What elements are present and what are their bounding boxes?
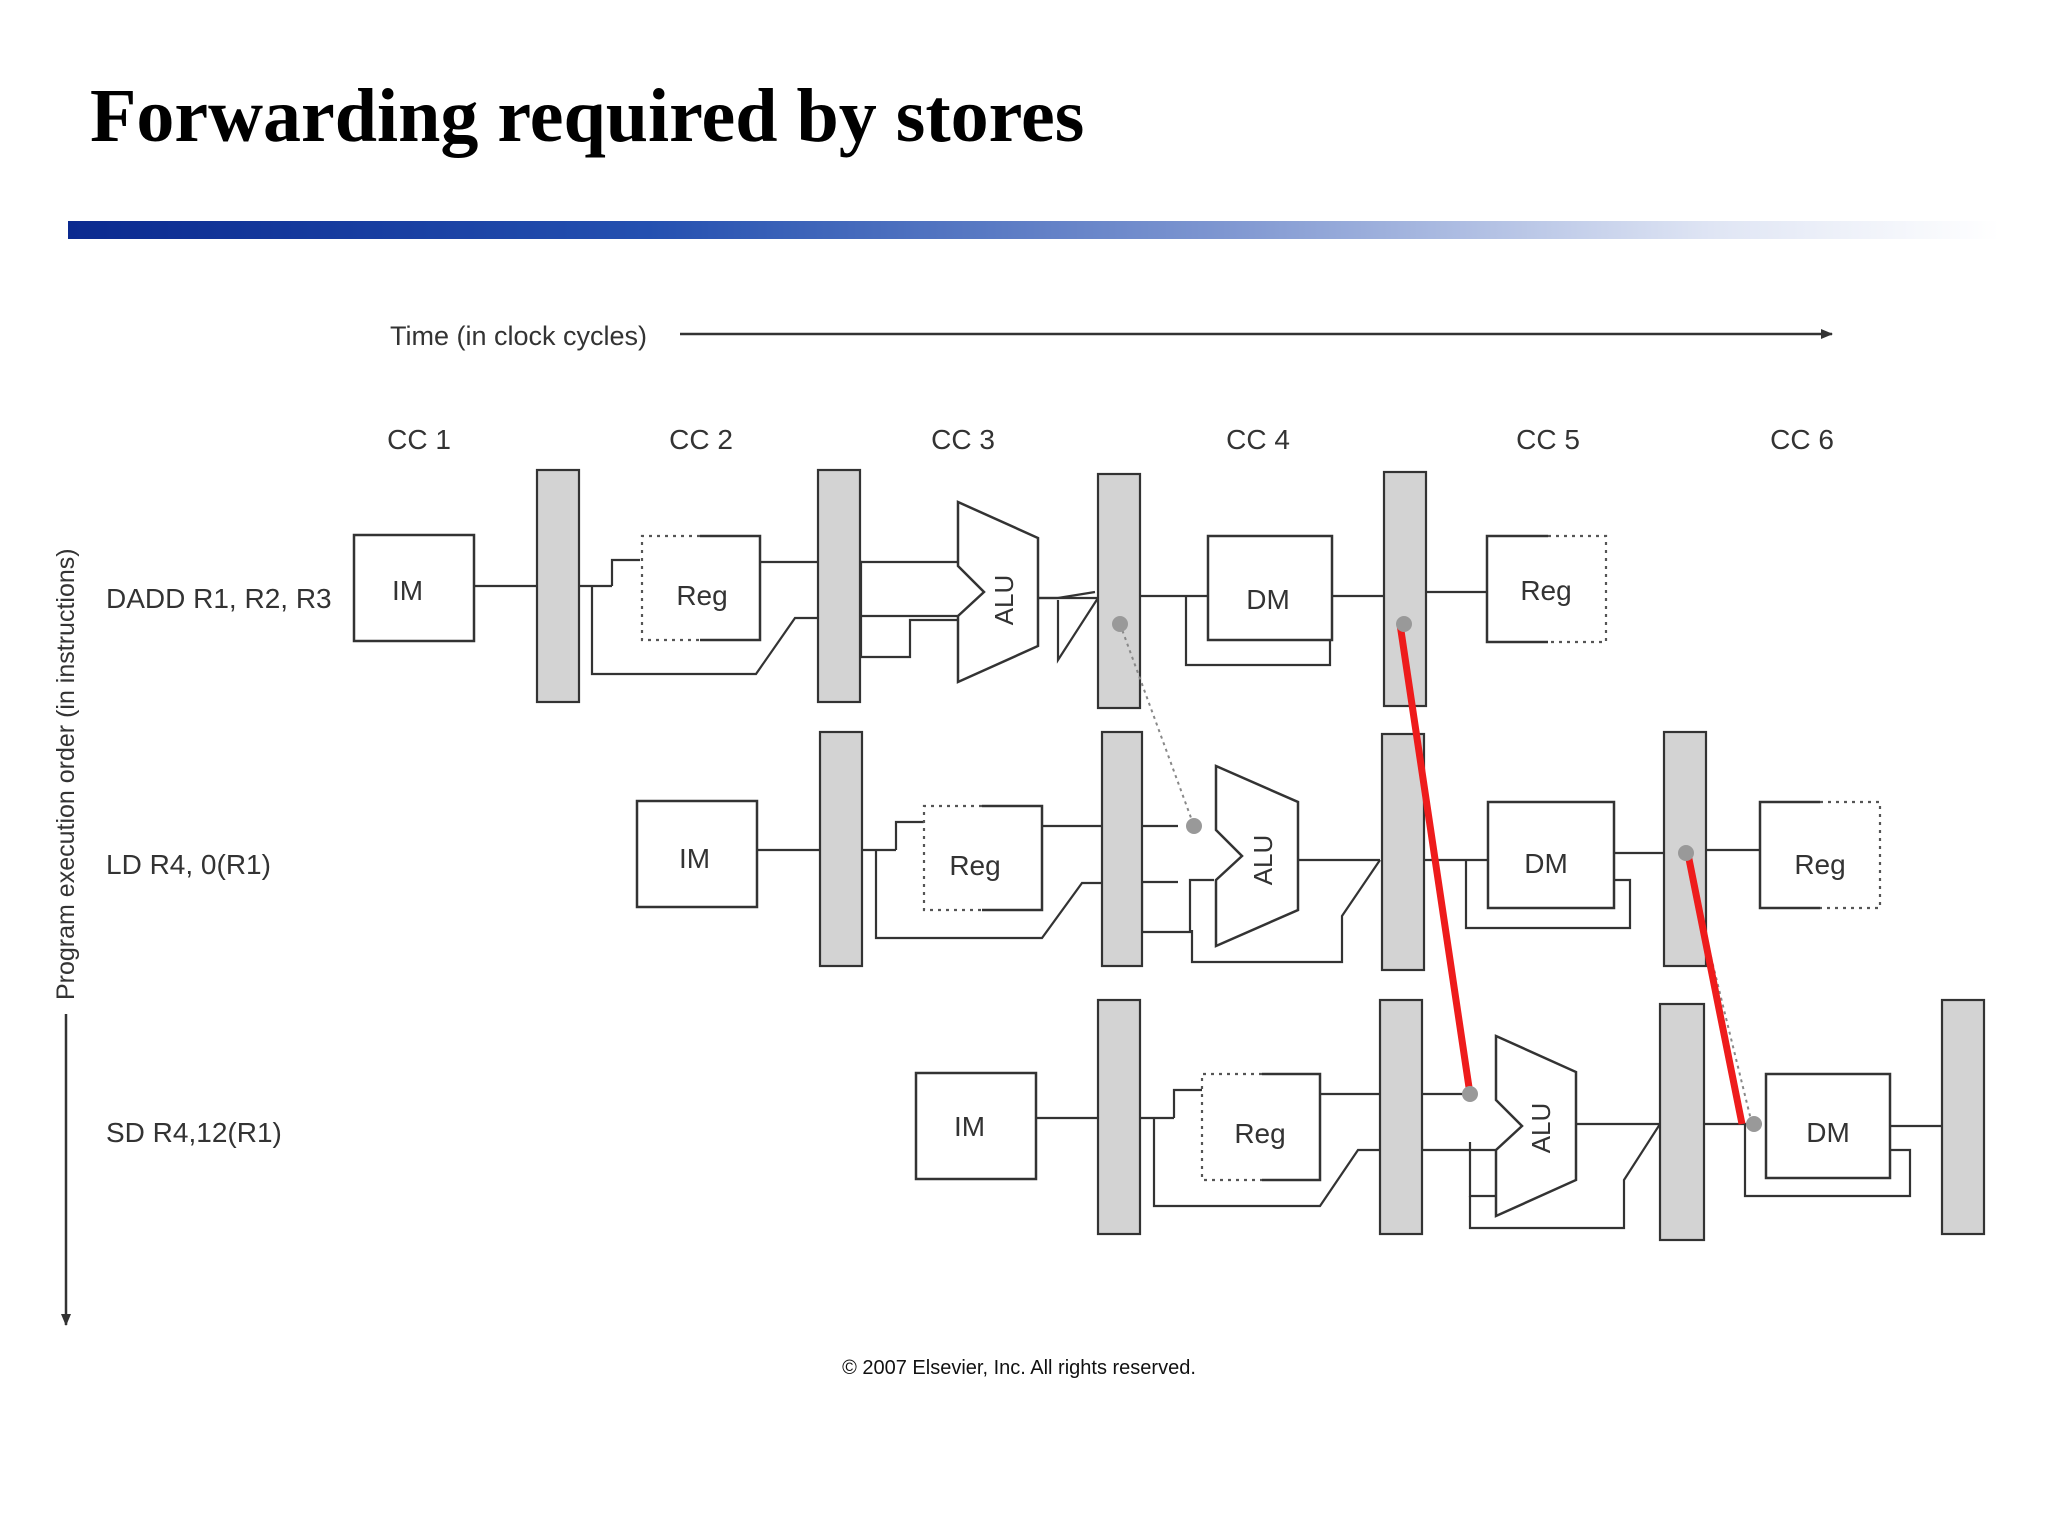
pipeline-row-3 — [1036, 1088, 1942, 1230]
pipeline-register — [1380, 732, 1426, 972]
order-axis-label: Program execution order (in instructions… — [52, 548, 80, 1000]
cycle-label-6: CC 6 — [1770, 424, 1834, 455]
forwarding-dot — [1462, 1086, 1478, 1102]
svg-text:Reg: Reg — [676, 580, 727, 611]
dm-stage-row-1: DM — [1206, 534, 1334, 642]
forwarding-path-dotted — [1119, 623, 1195, 827]
svg-text:IM: IM — [954, 1111, 985, 1142]
alu-stage-row-2: ALU — [1214, 764, 1300, 948]
time-axis-label: Time (in clock cycles) — [390, 321, 647, 351]
pipeline-register — [1096, 998, 1142, 1236]
cycle-label-3: CC 3 — [931, 424, 995, 455]
pipeline-register — [818, 730, 864, 968]
cycle-label-5: CC 5 — [1516, 424, 1580, 455]
pipeline-register — [1096, 472, 1142, 710]
im-stage-row-1: IM — [352, 533, 476, 643]
dm-stage-row-2: DM — [1486, 800, 1616, 910]
alu-stage-row-3: ALU — [1494, 1034, 1578, 1218]
im-stage-row-3: IM — [914, 1071, 1038, 1181]
svg-text:Reg: Reg — [1794, 849, 1845, 880]
forwarding-dot — [1112, 616, 1128, 632]
pipeline-register — [1658, 1002, 1706, 1242]
cycle-label-1: CC 1 — [387, 424, 451, 455]
reg-read-stage-row-3: Reg — [1200, 1072, 1322, 1182]
cycle-label-4: CC 4 — [1226, 424, 1290, 455]
svg-text:IM: IM — [679, 843, 710, 874]
pipeline-registers — [535, 468, 1986, 1242]
forwarding-paths — [1112, 616, 1762, 1132]
svg-text:ALU: ALU — [1526, 1103, 1556, 1154]
reg-write-stage-row-1: Reg — [1485, 534, 1608, 644]
alu-stage-row-1: ALU — [956, 500, 1040, 684]
svg-text:DM: DM — [1246, 584, 1290, 615]
pipeline-register — [1940, 998, 1986, 1236]
forwarding-dot — [1678, 845, 1694, 861]
svg-text:DM: DM — [1806, 1117, 1850, 1148]
reg-read-stage-row-1: Reg — [640, 534, 762, 642]
pipeline-register — [1100, 730, 1144, 968]
instruction-label-2: LD R4, 0(R1) — [106, 849, 271, 880]
reg-read-stage-row-2: Reg — [922, 804, 1044, 912]
instruction-label-3: SD R4,12(R1) — [106, 1117, 282, 1148]
dm-stage-row-3: DM — [1764, 1072, 1892, 1180]
slide-title: Forwarding required by stores — [90, 74, 1085, 158]
reg-write-stage-row-2: Reg — [1758, 800, 1882, 910]
im-stage-row-2: IM — [635, 799, 759, 909]
svg-text:ALU: ALU — [989, 575, 1019, 626]
pipeline-register — [535, 468, 581, 704]
copyright-note: © 2007 Elsevier, Inc. All rights reserve… — [842, 1357, 1196, 1379]
title-rule — [68, 221, 2000, 239]
forwarding-dot — [1396, 616, 1412, 632]
forwarding-path-red — [1396, 623, 1474, 1095]
pipeline-register — [1378, 998, 1424, 1236]
svg-text:ALU: ALU — [1248, 835, 1278, 886]
svg-text:Reg: Reg — [1234, 1118, 1285, 1149]
forwarding-path-red — [1684, 853, 1746, 1125]
pipeline-register — [816, 468, 862, 704]
forwarding-dot — [1186, 818, 1202, 834]
svg-text:IM: IM — [392, 575, 423, 606]
cycle-label-2: CC 2 — [669, 424, 733, 455]
svg-text:Reg: Reg — [949, 850, 1000, 881]
instruction-label-1: DADD R1, R2, R3 — [106, 583, 332, 614]
forwarding-dot — [1746, 1116, 1762, 1132]
svg-text:Reg: Reg — [1520, 575, 1571, 606]
svg-text:DM: DM — [1524, 848, 1568, 879]
